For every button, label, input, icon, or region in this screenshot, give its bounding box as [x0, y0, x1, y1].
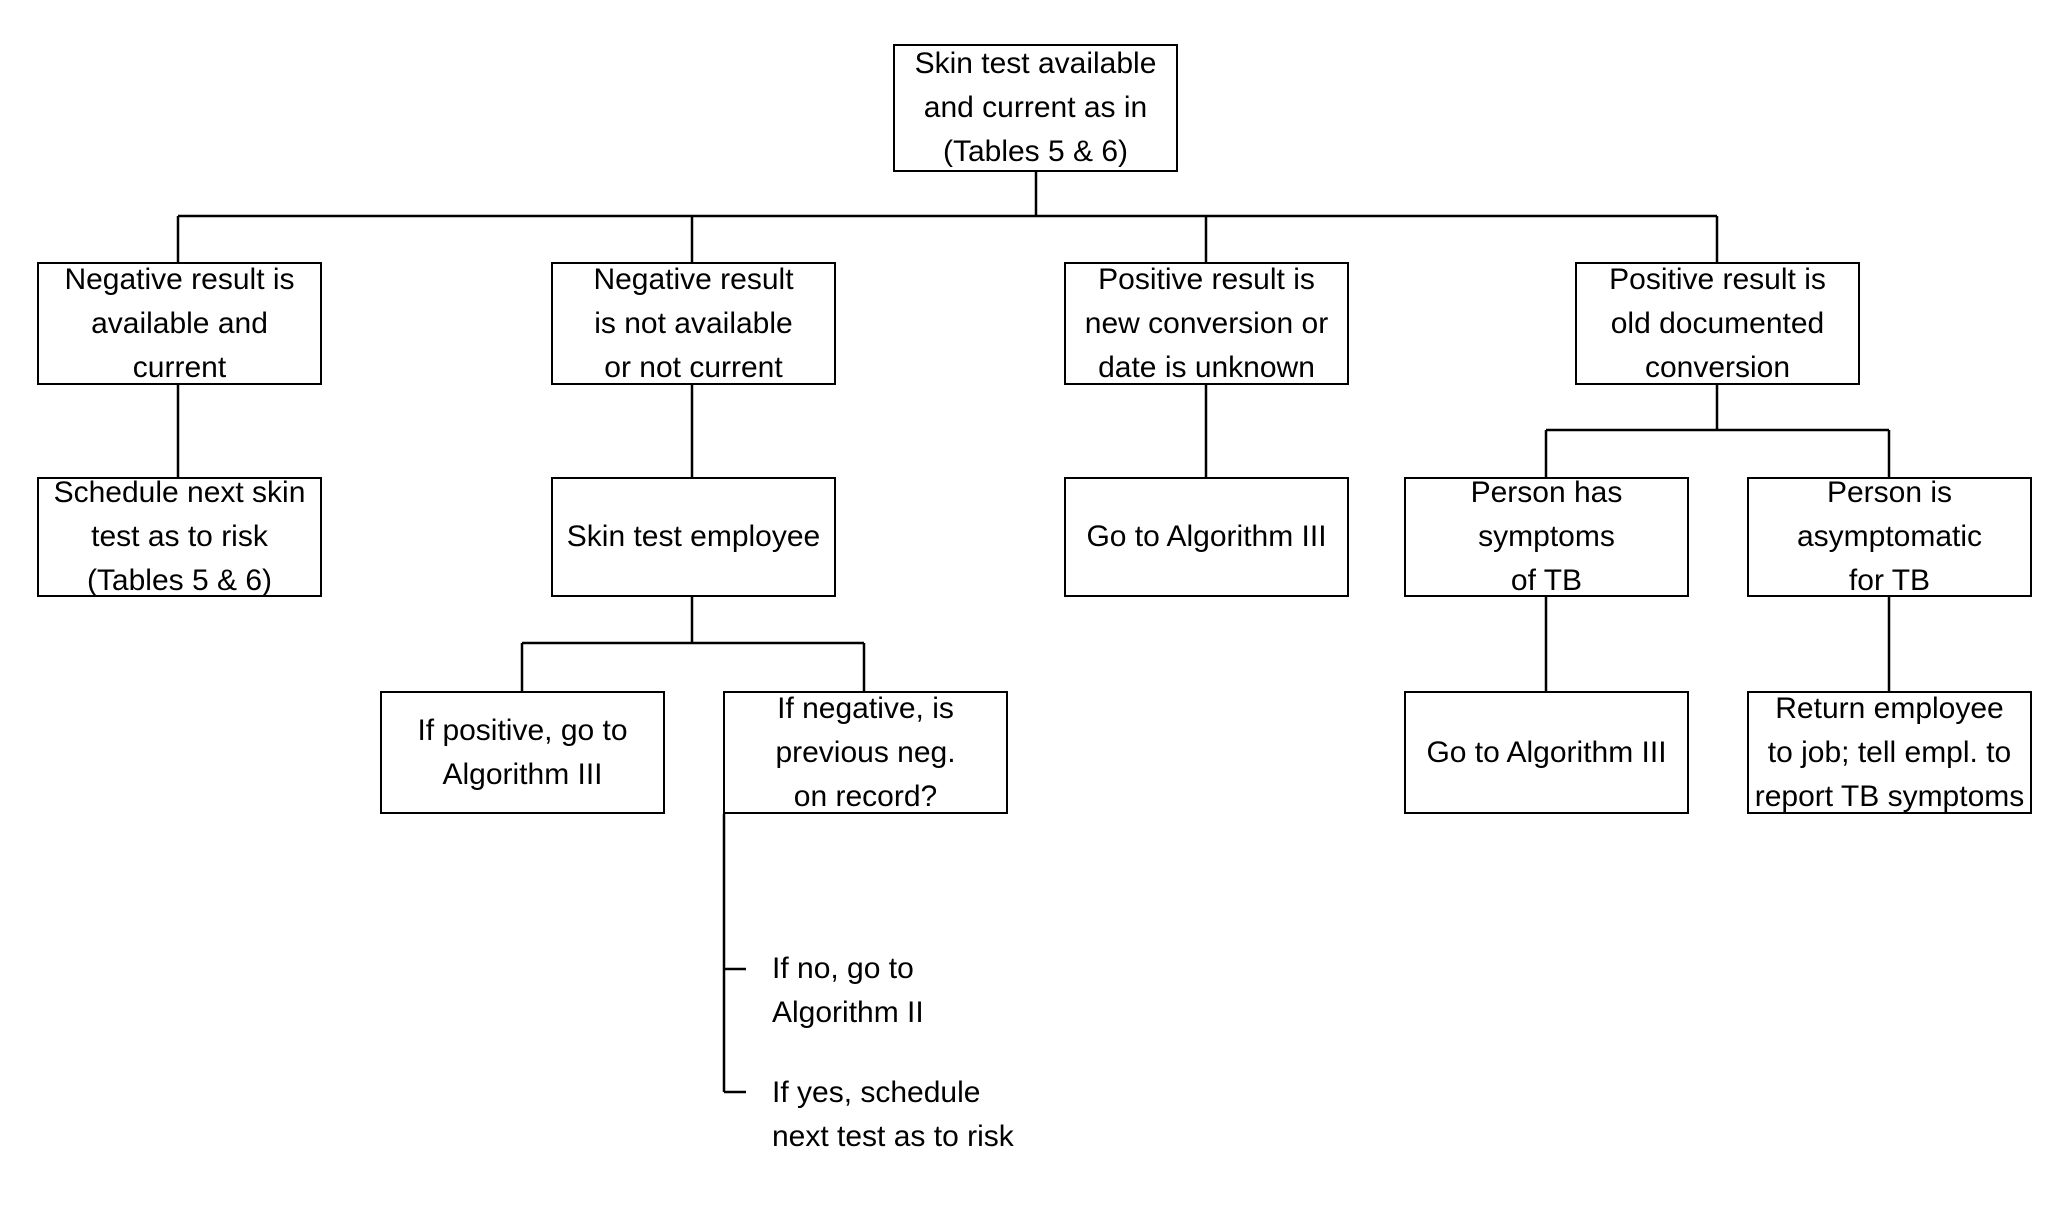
node-if-negative: If negative, is previous neg. on record? — [723, 691, 1008, 814]
node-root-skin-test-available: Skin test available and current as in (T… — [893, 44, 1178, 172]
node-go-to-algorithm-iii-b: Go to Algorithm III — [1404, 691, 1689, 814]
node-go-to-algorithm-iii-a: Go to Algorithm III — [1064, 477, 1349, 597]
node-return-employee: Return employee to job; tell empl. to re… — [1747, 691, 2032, 814]
node-positive-new-conversion: Positive result is new conversion or dat… — [1064, 262, 1349, 385]
node-negative-available: Negative result is available and current — [37, 262, 322, 385]
label-if-no-go-to-algorithm-ii: If no, go to Algorithm II — [772, 952, 924, 1029]
node-schedule-next-skin-test: Schedule next skin test as to risk (Tabl… — [37, 476, 322, 597]
node-negative-not-available: Negative result is not available or not … — [551, 262, 836, 385]
node-person-has-symptoms: Person has symptoms of TB — [1404, 476, 1689, 597]
node-positive-old-conversion: Positive result is old documented conver… — [1575, 262, 1860, 385]
label-if-yes-schedule-next-test: If yes, schedule next test as to risk — [772, 1076, 1014, 1153]
node-skin-test-employee: Skin test employee — [551, 477, 836, 597]
node-person-asymptomatic: Person is asymptomatic for TB — [1747, 476, 2032, 597]
node-if-positive: If positive, go to Algorithm III — [380, 691, 665, 814]
